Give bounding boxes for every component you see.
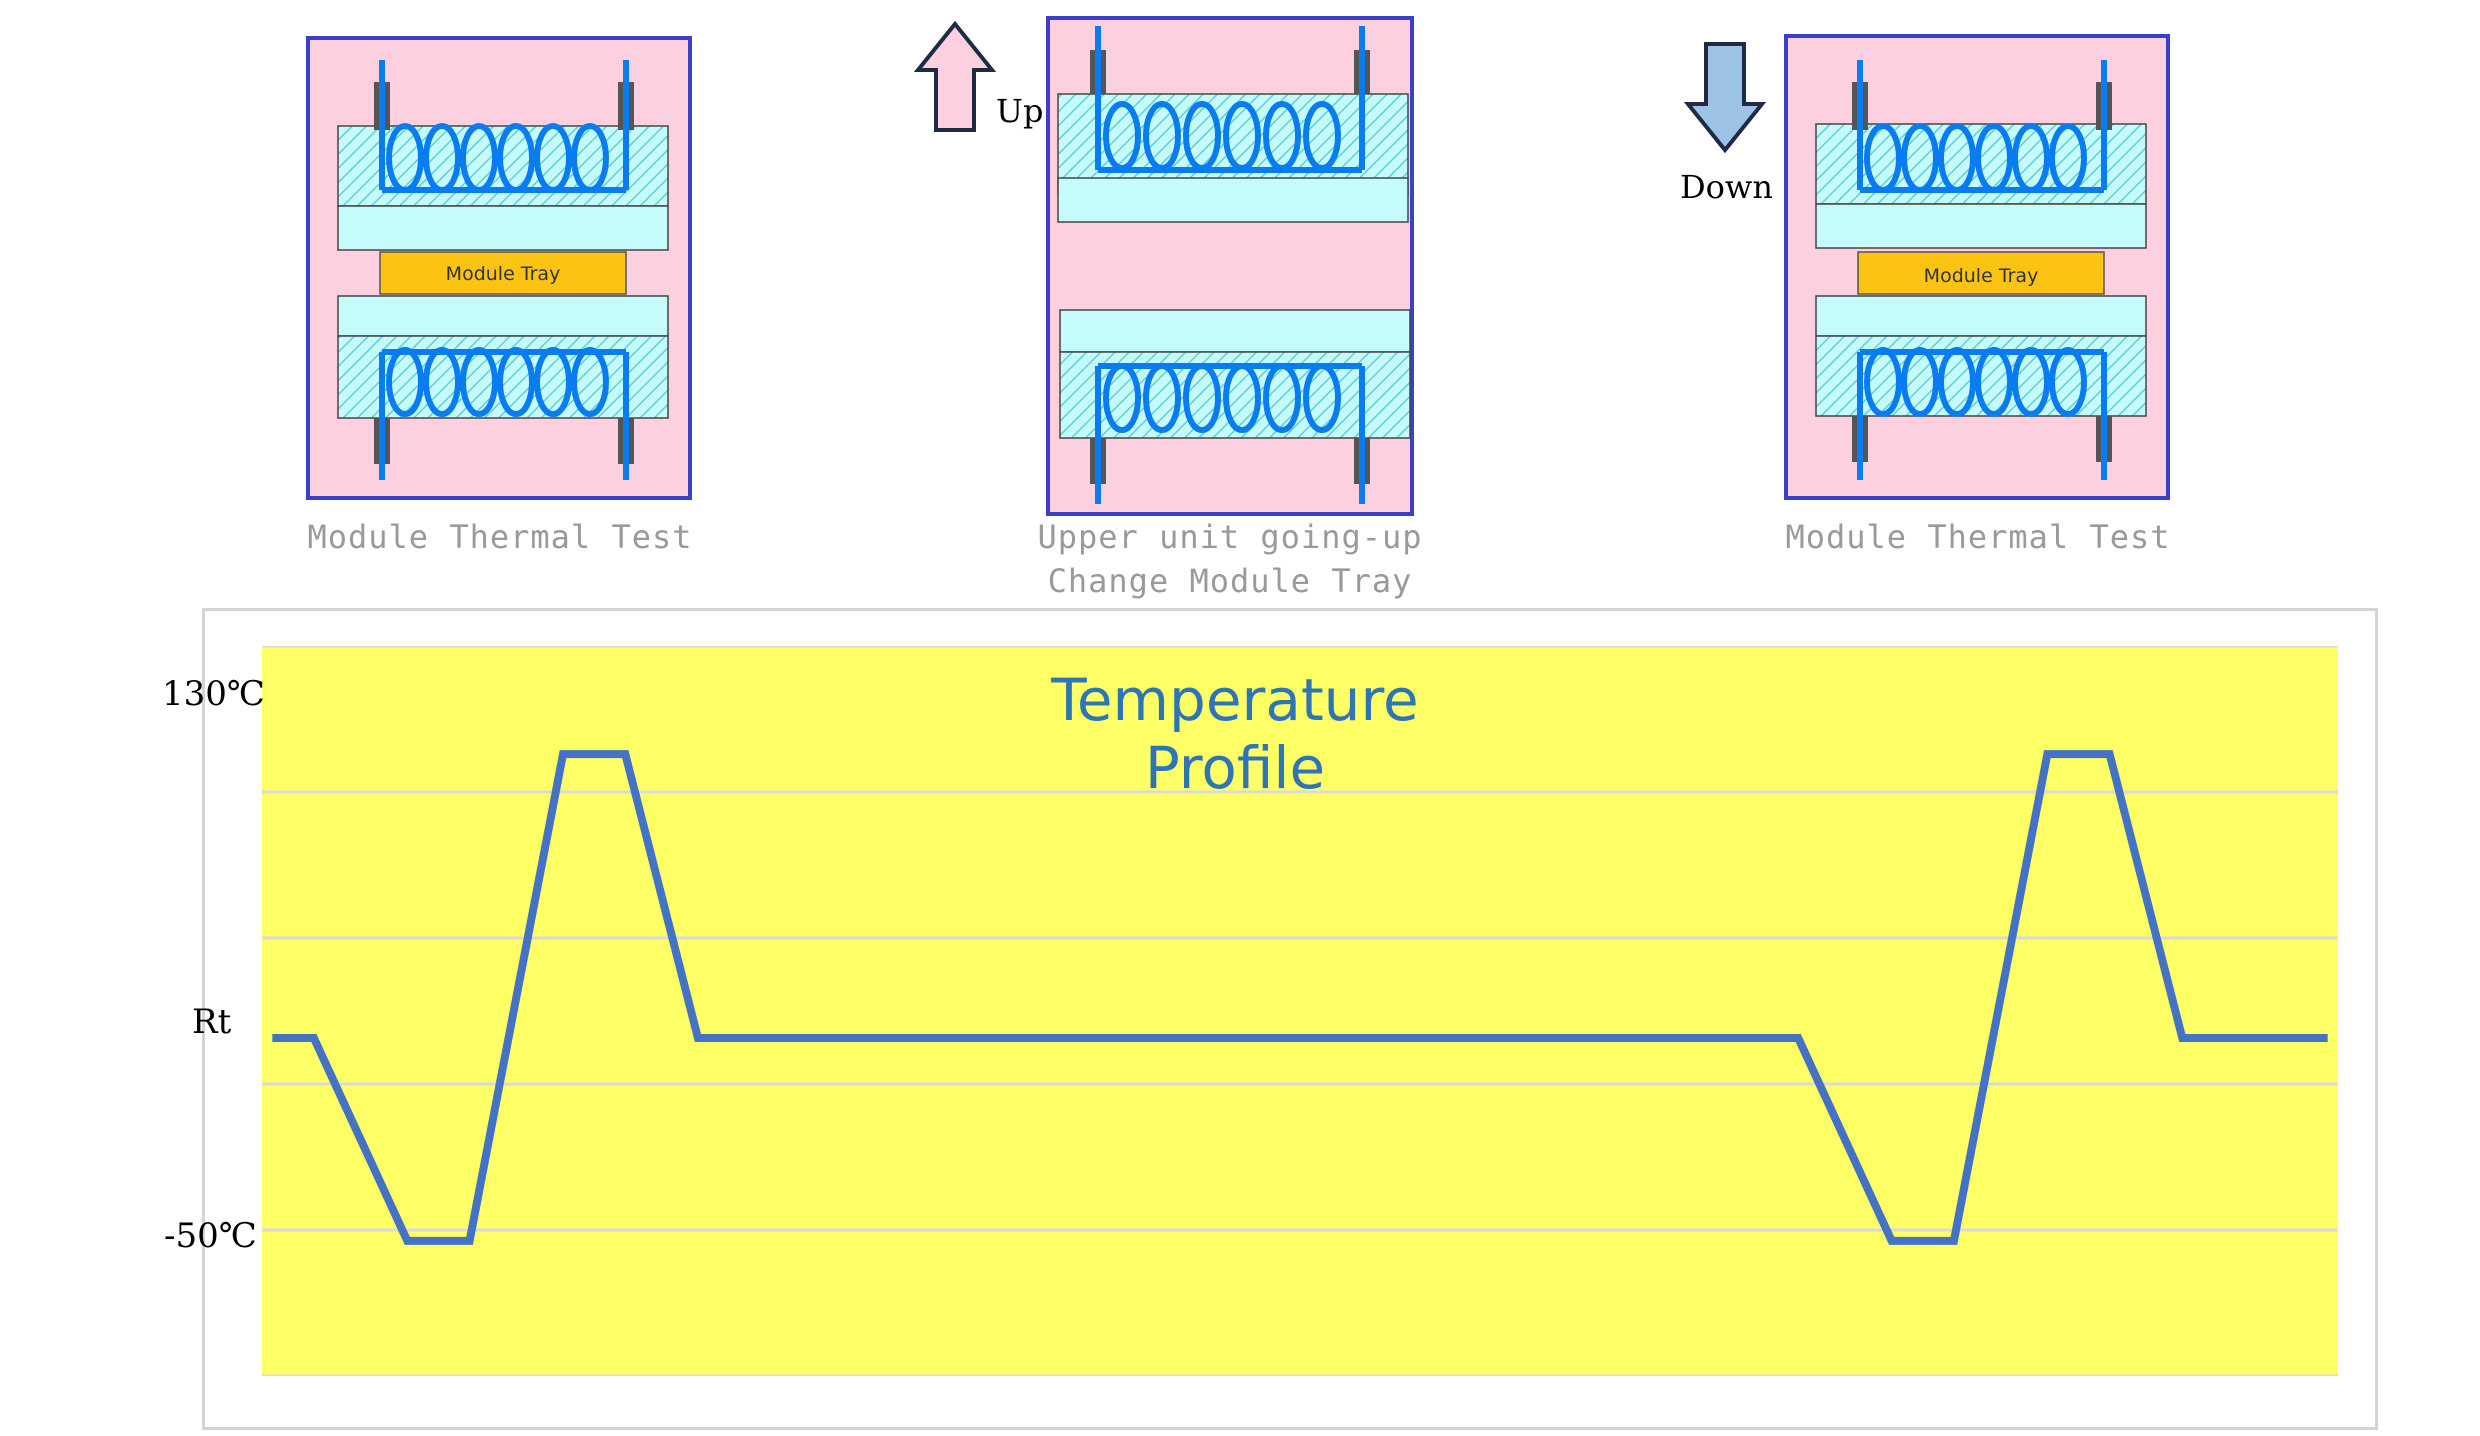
y-tick-label-minus50: -50℃ xyxy=(164,1216,257,1256)
y-tick-label-rt: Rt xyxy=(192,1002,232,1042)
caption-left: Module Thermal Test xyxy=(307,518,693,556)
thermal-unit-center-drawing xyxy=(1057,26,1411,504)
y-tick-label-130: 130℃ xyxy=(162,674,265,714)
down-label: Down xyxy=(1680,168,1773,206)
up-label: Up xyxy=(996,92,1044,130)
module-tray-label: Module Tray xyxy=(446,263,561,285)
upper-coil xyxy=(374,60,634,193)
module-tray xyxy=(1857,251,2105,295)
lower-coil xyxy=(1852,347,2112,480)
caption-center-line1: Upper unit going-up xyxy=(1037,518,1423,556)
module-tray-label: Module Tray xyxy=(1924,265,2039,287)
down-arrow-icon xyxy=(1683,40,1767,158)
temperature-profile-chart xyxy=(262,646,2338,1376)
up-arrow-icon xyxy=(913,20,997,138)
upper-plate xyxy=(1057,93,1409,223)
thermal-unit-left-drawing: Module Tray xyxy=(337,60,669,480)
caption-right: Module Thermal Test xyxy=(1785,518,2171,556)
lower-coil xyxy=(374,347,634,480)
upper-coil xyxy=(1852,60,2112,193)
thermal-unit-right-drawing: Module Tray xyxy=(1815,60,2147,480)
plot-area xyxy=(262,646,2338,1376)
temperature-series-line xyxy=(272,750,2328,1245)
thermal-unit-left: Module Tray xyxy=(306,36,692,500)
upper-coil xyxy=(1090,26,1370,173)
lower-coil xyxy=(1090,363,1370,504)
chart-title: Temperature Profile xyxy=(1051,666,1419,802)
thermal-unit-right: Module Tray xyxy=(1784,34,2170,500)
module-tray xyxy=(379,251,627,295)
thermal-unit-center xyxy=(1046,16,1414,516)
caption-center-line2: Change Module Tray xyxy=(1047,562,1413,600)
